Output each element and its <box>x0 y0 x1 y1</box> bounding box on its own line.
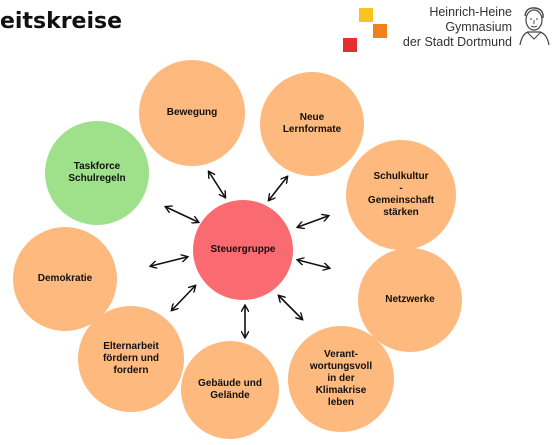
arrow-netzwerke <box>298 260 329 268</box>
node-schulkultur: Schulkultur - Gemeinschaft stärken <box>346 140 456 250</box>
logo-orange-square <box>373 24 387 38</box>
node-demokratie-label: Demokratie <box>37 273 93 284</box>
node-elternarbeit-label: Elternarbeit fördern und fordern <box>102 341 160 376</box>
school-name-line1: Heinrich-Heine <box>429 5 512 19</box>
arrow-verantwortung <box>279 296 302 319</box>
logo-yellow-square <box>359 8 373 22</box>
node-netzwerke: Netzwerke <box>358 248 462 352</box>
node-steuergruppe-label: Steuergruppe <box>210 244 276 255</box>
node-schulkultur-label: Schulkultur - Gemeinschaft stärken <box>367 171 435 218</box>
arrow-taskforce <box>166 207 198 222</box>
heine-portrait-icon <box>519 7 550 46</box>
arrow-demokratie <box>151 257 187 266</box>
school-name: Heinrich-Heine Gymnasium der Stadt Dortm… <box>403 5 512 50</box>
node-gebaeude: Gebäude und Gelände <box>181 341 279 439</box>
node-demokratie: Demokratie <box>13 227 117 331</box>
school-name-line2: Gymnasium <box>445 20 512 34</box>
node-bewegung: Bewegung <box>139 60 245 166</box>
node-verantwortung: Verant- wortungsvoll in der Klimakrise l… <box>288 326 394 432</box>
node-bewegung-label: Bewegung <box>166 107 218 118</box>
arrow-bewegung <box>209 172 225 197</box>
node-verantwortung-label: Verant- wortungsvoll in der Klimakrise l… <box>309 349 373 408</box>
node-gebaeude-label: Gebäude und Gelände <box>198 378 262 401</box>
node-netzwerke-label: Netzwerke <box>385 294 435 305</box>
node-neue-lernformate: Neue Lernformate <box>260 72 364 176</box>
logo-red-square <box>343 38 357 52</box>
arrow-neue-lernformate <box>269 177 287 200</box>
arrow-schulkultur <box>298 216 328 227</box>
node-taskforce: Taskforce Schulregeln <box>45 121 149 225</box>
node-steuergruppe: Steuergruppe <box>193 200 293 300</box>
arrow-elternarbeit <box>172 286 195 310</box>
node-neue-lernformate-label: Neue Lernformate <box>282 112 342 135</box>
school-name-line3: der Stadt Dortmund <box>402 35 512 49</box>
page-title: eitskreise <box>0 9 123 34</box>
node-taskforce-label: Taskforce Schulregeln <box>68 161 126 184</box>
node-elternarbeit: Elternarbeit fördern und fordern <box>78 306 184 412</box>
